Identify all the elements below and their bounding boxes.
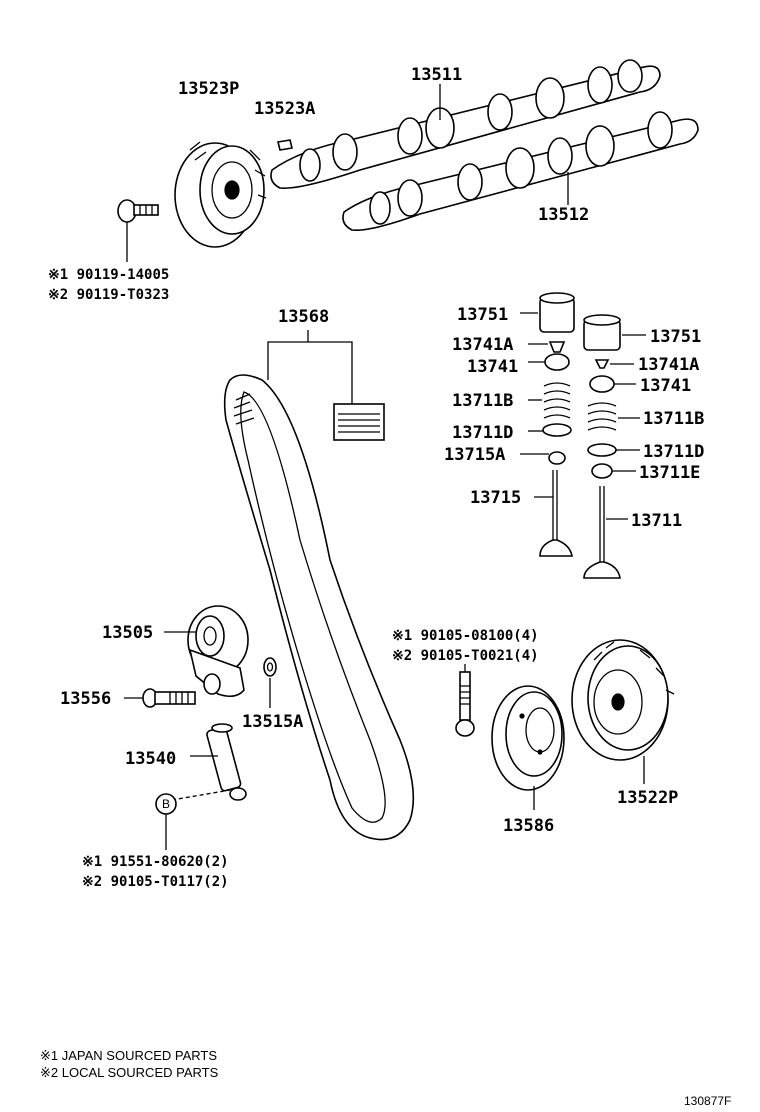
label-13511: 13511: [411, 65, 462, 85]
camshaft-13511: [270, 59, 661, 189]
valve-leaders: [520, 312, 646, 520]
label-13741A-right: 13741A: [638, 355, 699, 375]
label-13711B-right: 13711B: [643, 409, 704, 429]
crankshaft-pulley: [491, 685, 565, 791]
label-13715A: 13715A: [444, 445, 505, 465]
label-13751-right: 13751: [650, 327, 701, 347]
valve-train-right: [583, 314, 621, 579]
crankshaft-timing-pulley: [571, 639, 675, 761]
belt-tensioner: [206, 723, 247, 801]
pulley-bolt: [117, 199, 159, 223]
crank-bolt: [455, 671, 475, 737]
label-13711E: 13711E: [639, 463, 700, 483]
timing-belt: [223, 374, 415, 841]
label-13523P: 13523P: [178, 79, 239, 99]
label-13715: 13715: [470, 488, 521, 508]
label-13711B-left: 13711B: [452, 391, 513, 411]
label-13540: 13540: [125, 749, 176, 769]
label-13711D-left: 13711D: [452, 423, 513, 443]
label-13711: 13711: [631, 511, 682, 531]
figure-code: 130877F: [684, 1094, 731, 1108]
pulley-key: [277, 139, 293, 151]
note-japan-sourced: ※1 JAPAN SOURCED PARTS: [40, 1048, 217, 1063]
label-13522P: 13522P: [617, 788, 678, 808]
camshaft-13512: [342, 111, 699, 231]
ref-bolt-crank-jp: ※1 90105-08100(4): [392, 628, 539, 644]
note-local-sourced: ※2 LOCAL SOURCED PARTS: [40, 1065, 219, 1080]
idler-pulley: [187, 605, 249, 698]
label-13512: 13512: [538, 205, 589, 225]
camshaft-timing-pulley: [174, 141, 267, 248]
label-13505: 13505: [102, 623, 153, 643]
ref-bolt-pulley-local: ※2 90119-T0323: [48, 287, 169, 303]
label-13741-right: 13741: [640, 376, 691, 396]
label-13568: 13568: [278, 307, 329, 327]
label-13741-left: 13741: [467, 357, 518, 377]
ref-bolt-tensioner-local: ※2 90105-T0117(2): [82, 874, 229, 890]
label-13523A: 13523A: [254, 99, 315, 119]
washer: [263, 657, 277, 677]
belt-section: [333, 403, 385, 441]
circle-b-label: B: [162, 797, 170, 811]
ref-bolt-crank-local: ※2 90105-T0021(4): [392, 648, 539, 664]
ref-circle-b: B: [155, 793, 177, 815]
label-13556: 13556: [60, 689, 111, 709]
label-13711D-right: 13711D: [643, 442, 704, 462]
ref-bolt-pulley-jp: ※1 90119-14005: [48, 267, 169, 283]
idler-bolt: [142, 688, 196, 708]
label-13751-left: 13751: [457, 305, 508, 325]
valve-train-left: [539, 292, 575, 557]
ref-bolt-tensioner-jp: ※1 91551-80620(2): [82, 854, 229, 870]
label-13741A-left: 13741A: [452, 335, 513, 355]
label-13586: 13586: [503, 816, 554, 836]
label-13515A: 13515A: [242, 712, 303, 732]
